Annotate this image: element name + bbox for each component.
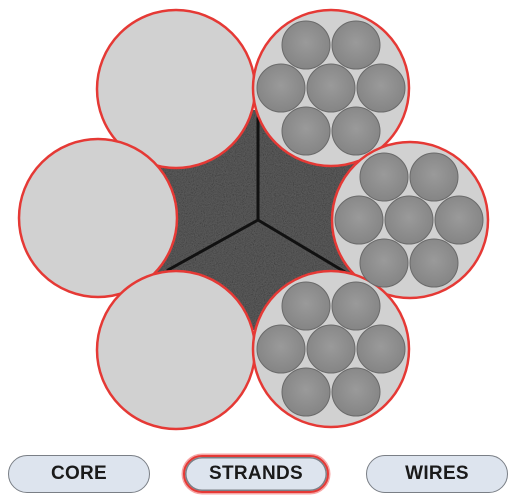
wire (256, 324, 306, 374)
wires-top-right-strand (256, 20, 406, 156)
wire (306, 63, 356, 113)
wire (281, 20, 331, 70)
wire (409, 238, 459, 288)
core-divider-lines (166, 116, 352, 277)
wires-bottom-right-strand (256, 281, 406, 417)
wire (356, 324, 406, 374)
wire (331, 367, 381, 417)
wire (434, 195, 484, 245)
strand-bottom-left[interactable] (95, 269, 257, 431)
strands-button[interactable]: STRANDS (183, 455, 329, 493)
wire (281, 106, 331, 156)
wire-rope-cross-section (17, 8, 490, 431)
wire (359, 152, 409, 202)
wire (409, 152, 459, 202)
wire (331, 281, 381, 331)
core-button[interactable]: CORE (8, 455, 150, 493)
wire (281, 367, 331, 417)
wire (331, 106, 381, 156)
strand-left[interactable] (17, 137, 179, 299)
wires-right-strand (334, 152, 484, 288)
wire (356, 63, 406, 113)
wire (306, 324, 356, 374)
wire (384, 195, 434, 245)
wire (359, 238, 409, 288)
wire (256, 63, 306, 113)
wire (334, 195, 384, 245)
wire (281, 281, 331, 331)
wire (331, 20, 381, 70)
wires-button[interactable]: WIRES (366, 455, 508, 493)
